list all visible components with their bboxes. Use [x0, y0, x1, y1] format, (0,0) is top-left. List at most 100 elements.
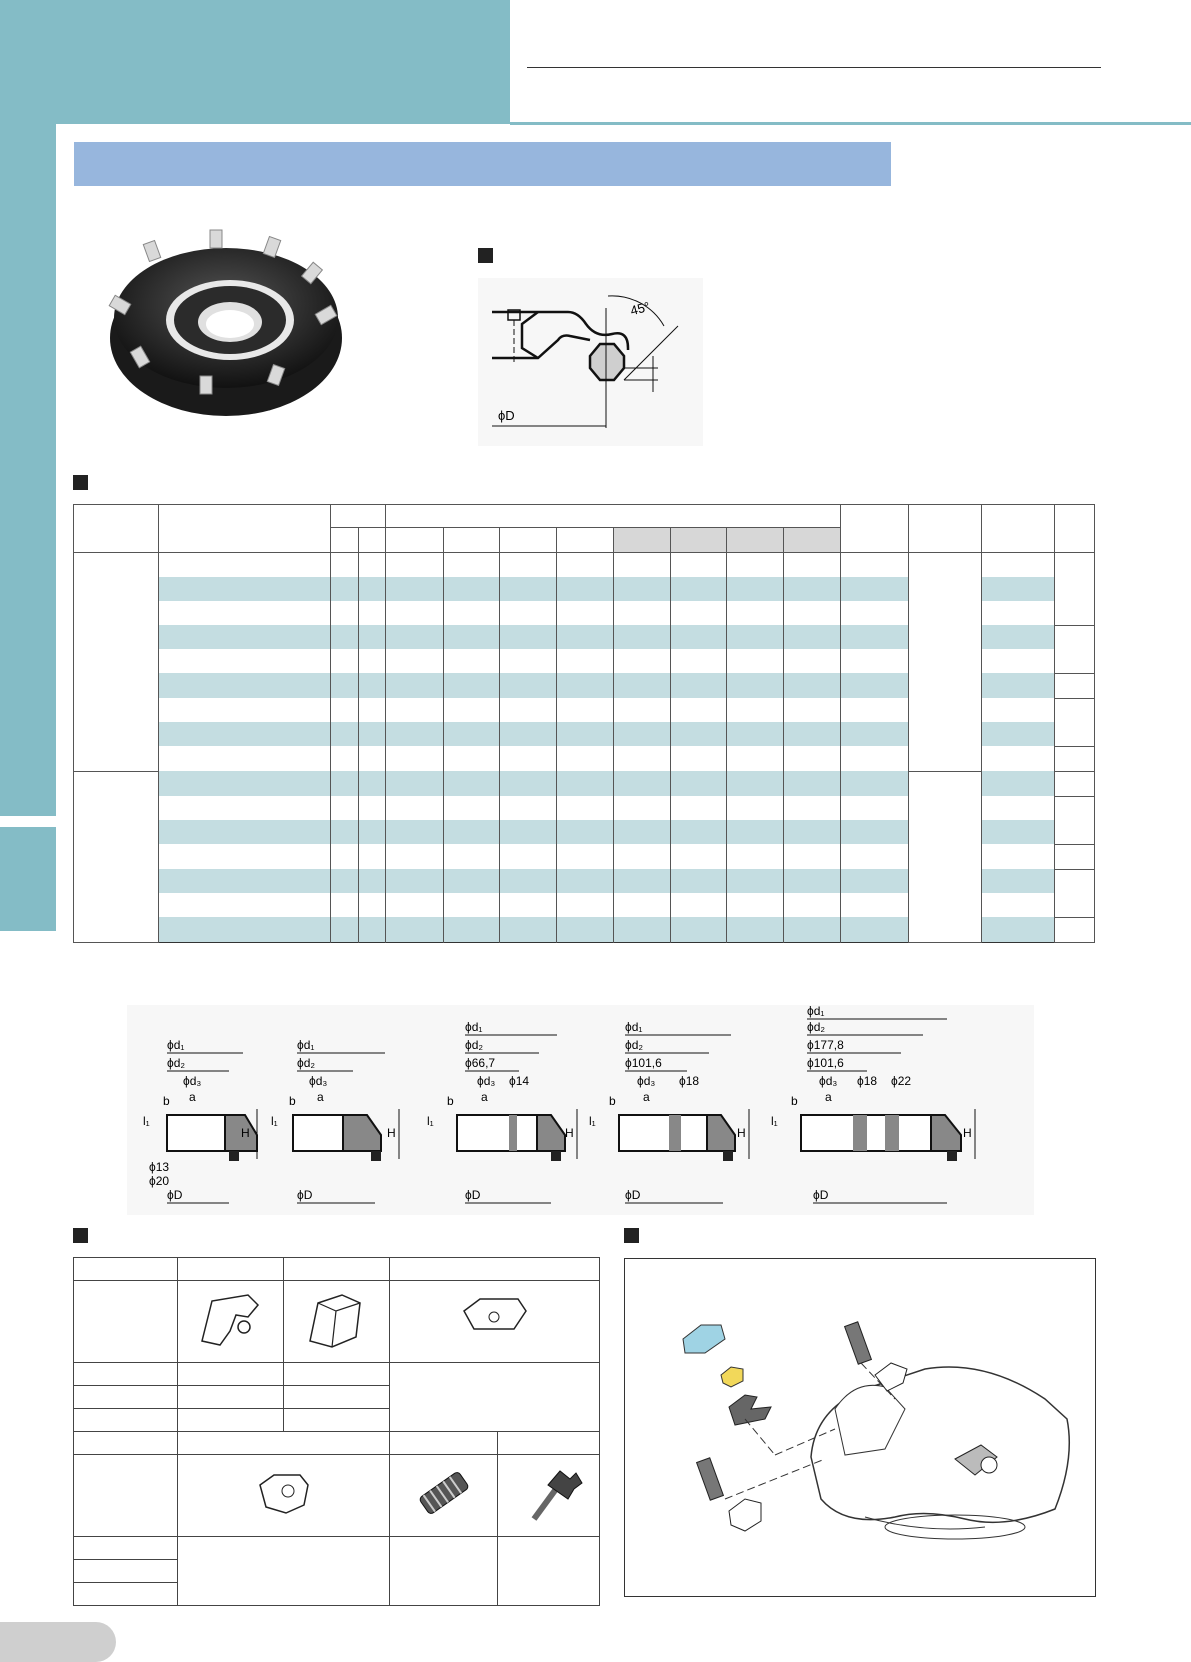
table-row	[74, 916, 1095, 943]
d3-label: ϕd₃	[819, 1074, 837, 1088]
hole-label: ϕ14	[509, 1074, 529, 1088]
pcd2-label: ϕ101,6	[807, 1056, 844, 1070]
l1-label: l₁	[143, 1114, 150, 1128]
section-marker-icon	[478, 248, 493, 263]
d2-label: ϕd₂	[807, 1020, 825, 1034]
hole1-label: ϕ18	[857, 1074, 877, 1088]
diameter-label: ϕD	[498, 408, 515, 423]
D-label: ϕD	[167, 1188, 183, 1202]
dimension-diagrams-bg	[127, 1005, 1034, 1215]
top-color-band	[0, 0, 510, 124]
d3-label: ϕd₃	[477, 1074, 495, 1088]
header-underline	[510, 122, 1191, 125]
subheader-row	[74, 527, 1095, 553]
d3-label: ϕd₃	[309, 1074, 327, 1088]
dimension-diagram-2: ϕd₁ ϕd₂ ϕd₃ a b l₁ H ϕD	[271, 1038, 400, 1204]
d1-label: ϕd₁	[465, 1020, 482, 1034]
page-number-tab	[0, 1622, 116, 1662]
l1-label: l₁	[771, 1114, 778, 1128]
dimension-diagrams: ϕd₁ ϕd₂ ϕd₃ a b l₁ H ϕ13 ϕ20 ϕD ϕd₁ ϕd₂ …	[143, 1005, 976, 1204]
parts-table	[73, 1257, 600, 1606]
parts-header-row-2	[73, 1431, 600, 1455]
D-label: ϕD	[625, 1188, 641, 1202]
d2-label: ϕd₂	[625, 1038, 643, 1052]
header-rule	[527, 67, 1101, 68]
d3-label: ϕd₃	[637, 1074, 655, 1088]
table-row	[74, 649, 1095, 673]
d1-label: ϕd₁	[807, 1005, 824, 1018]
left-margin-tab	[0, 827, 56, 931]
H-label: H	[737, 1126, 746, 1140]
table-row	[74, 624, 1095, 674]
table-row	[74, 745, 1095, 772]
dimension-diagram-3: ϕd₁ ϕd₂ ϕ66,7 ϕd₃ ϕ14 a b l₁ H ϕD	[427, 1020, 578, 1204]
screw-icon	[389, 1454, 498, 1537]
insert-icon	[283, 1280, 390, 1363]
D-label: ϕD	[465, 1188, 481, 1202]
insert-seat-icon	[177, 1280, 284, 1363]
b-label: b	[609, 1094, 616, 1108]
table-row	[74, 893, 1095, 917]
d1-label: ϕd₁	[625, 1020, 642, 1034]
b-label: b	[447, 1094, 454, 1108]
parts-image-row	[73, 1280, 600, 1363]
a-label: a	[317, 1090, 324, 1104]
table-row	[74, 843, 1095, 870]
parts-marker-icon	[73, 1228, 88, 1243]
assembly-diagram	[682, 1321, 1071, 1540]
b-label: b	[289, 1094, 296, 1108]
pcd1-label: ϕ177,8	[807, 1038, 844, 1052]
table-marker-icon	[73, 475, 88, 490]
assembly-marker-icon	[624, 1228, 639, 1243]
assembly-diagram-box	[624, 1258, 1096, 1597]
l1-label: l₁	[427, 1114, 434, 1128]
spec-table	[72, 504, 1095, 943]
H-label: H	[565, 1126, 574, 1140]
a-label: a	[481, 1090, 488, 1104]
pcd-label: ϕ101,6	[625, 1056, 662, 1070]
dimension-diagram-1: ϕd₁ ϕd₂ ϕd₃ a b l₁ H ϕ13 ϕ20 ϕD	[143, 1038, 258, 1204]
d1-label: ϕd₁	[297, 1038, 314, 1052]
table-row	[74, 820, 1095, 844]
table-row	[74, 601, 1095, 625]
clamp-icon	[389, 1280, 600, 1363]
d2-label: ϕd₂	[167, 1056, 185, 1070]
b-label: b	[791, 1094, 798, 1108]
key-wrench-icon	[497, 1454, 600, 1537]
hole-label: ϕ18	[679, 1074, 699, 1088]
d20-label: ϕ20	[149, 1174, 169, 1188]
table-row	[72, 552, 1095, 772]
clamp-block-icon	[177, 1454, 390, 1537]
table-row	[74, 672, 1095, 699]
D-label: ϕD	[813, 1188, 829, 1202]
table-row	[74, 577, 1095, 601]
dimension-diagram-4: ϕd₁ ϕd₂ ϕ101,6 ϕd₃ ϕ18 a b l₁ H ϕD	[589, 1020, 750, 1204]
parts-header-row	[73, 1257, 600, 1281]
d13-label: ϕ13	[149, 1160, 169, 1174]
table-row	[74, 722, 1095, 746]
H-label: H	[387, 1126, 396, 1140]
a-label: a	[643, 1090, 650, 1104]
header-row	[72, 504, 1095, 553]
pcd-label: ϕ66,7	[465, 1056, 495, 1070]
table-row	[74, 697, 1095, 747]
a-label: a	[189, 1090, 196, 1104]
profile-diagram: 45° ϕD	[492, 295, 679, 428]
D-label: ϕD	[297, 1188, 313, 1202]
H-label: H	[963, 1126, 972, 1140]
angle-label: 45°	[629, 299, 652, 319]
left-margin-band	[0, 124, 56, 816]
d3-label: ϕd₃	[183, 1074, 201, 1088]
l1-label: l₁	[271, 1114, 278, 1128]
d2-label: ϕd₂	[465, 1038, 483, 1052]
hole2-label: ϕ22	[891, 1074, 911, 1088]
section-title-bar	[74, 142, 891, 186]
cutter-photo	[108, 229, 342, 416]
H-label: H	[241, 1126, 250, 1140]
l1-label: l₁	[589, 1114, 596, 1128]
parts-image-row-2	[73, 1454, 600, 1537]
d1-label: ϕd₁	[167, 1038, 184, 1052]
table-row	[74, 868, 1095, 918]
a-label: a	[825, 1090, 832, 1104]
b-label: b	[163, 1094, 170, 1108]
